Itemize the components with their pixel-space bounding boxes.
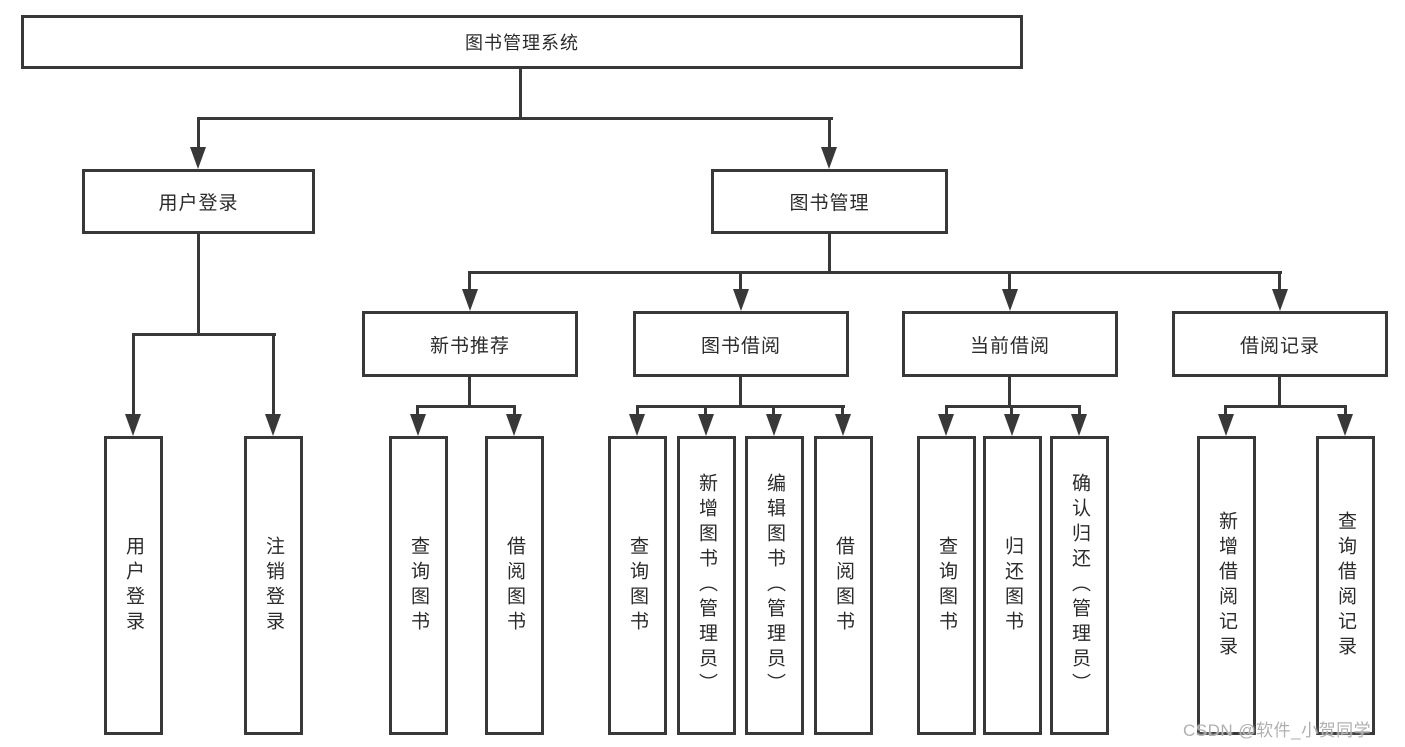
connector-line <box>945 405 1081 408</box>
arrow-head <box>1218 414 1234 436</box>
node-label: 新书推荐 <box>429 335 510 357</box>
leaf-add-borrow-record: 新增借阅记录 <box>1197 436 1256 735</box>
leaf-logout: 注销登录 <box>244 436 303 735</box>
leaf-query-books-current: 查询图书 <box>917 436 976 735</box>
connector-line <box>272 333 275 416</box>
leaf-borrow-books: 借阅图书 <box>814 436 873 735</box>
node-label: 新增图书（管理员） <box>696 473 717 698</box>
connector-line <box>1224 405 1347 408</box>
arrow-head <box>766 414 782 436</box>
node-label: 新增借阅记录 <box>1216 510 1237 661</box>
connector-line <box>197 117 200 149</box>
node-label: 编辑图书（管理员） <box>764 473 785 698</box>
connector-line <box>636 405 845 408</box>
arrow-head <box>462 289 478 311</box>
connector-line <box>1278 377 1281 408</box>
arrow-head <box>1002 289 1018 311</box>
leaf-user-login: 用户登录 <box>104 436 163 735</box>
connector-line <box>416 405 419 416</box>
node-label: 注销登录 <box>263 535 284 636</box>
node-label: 当前借阅 <box>969 335 1050 357</box>
connector-line <box>468 377 471 408</box>
node-label: 图书管理系统 <box>465 33 579 53</box>
connector-line <box>468 271 471 293</box>
arrow-head <box>125 414 141 436</box>
arrow-head <box>190 147 206 169</box>
leaf-query-borrow-record: 查询借阅记录 <box>1316 436 1375 735</box>
connector-line <box>704 405 707 416</box>
arrow-head <box>938 414 954 436</box>
arrow-head <box>733 289 749 311</box>
leaf-edit-books-admin: 编辑图书（管理员） <box>745 436 804 735</box>
arrow-head <box>410 414 426 436</box>
connector-line <box>1008 271 1011 293</box>
connector-line <box>519 69 522 120</box>
leaf-add-books-admin: 新增图书（管理员） <box>677 436 736 735</box>
node-label: 查询图书 <box>627 535 648 636</box>
node-label: 确认归还（管理员） <box>1069 473 1090 698</box>
node-label: 图书借阅 <box>700 335 781 357</box>
arrow-head <box>1071 414 1087 436</box>
connector-line <box>739 377 742 408</box>
node-label: 图书管理 <box>789 193 870 214</box>
connector-line <box>197 234 200 335</box>
connector-line <box>417 405 516 408</box>
connector-line <box>1010 405 1013 416</box>
csdn-watermark: CSDN @软件_小贺同学 <box>1183 721 1372 740</box>
connector-line <box>132 333 276 336</box>
node-borrowing-records: 借阅记录 <box>1172 311 1388 377</box>
leaf-confirm-return-admin: 确认归还（管理员） <box>1050 436 1109 735</box>
node-label: 查询借阅记录 <box>1335 510 1356 661</box>
connector-line <box>197 117 833 120</box>
connector-line <box>772 405 775 416</box>
connector-line <box>1008 377 1011 408</box>
node-label: 用户登录 <box>123 535 144 636</box>
connector-line <box>841 405 844 416</box>
node-new-book-recommend: 新书推荐 <box>362 311 578 377</box>
node-label: 借阅图书 <box>504 535 525 636</box>
connector-line <box>513 405 516 416</box>
node-user-login: 用户登录 <box>82 169 315 234</box>
arrow-head <box>1337 414 1353 436</box>
connector-line <box>1224 405 1227 416</box>
connector-line <box>828 117 831 149</box>
node-label: 查询图书 <box>936 535 957 636</box>
arrow-head <box>835 414 851 436</box>
node-current-borrowing: 当前借阅 <box>902 311 1118 377</box>
leaf-query-books-borrow: 查询图书 <box>608 436 667 735</box>
node-label: 借阅记录 <box>1239 335 1320 357</box>
node-label: 查询图书 <box>408 535 429 636</box>
leaf-query-books-recommend: 查询图书 <box>389 436 448 735</box>
arrow-head <box>506 414 522 436</box>
node-label: 归还图书 <box>1002 535 1023 636</box>
connector-line <box>132 333 135 416</box>
node-book-borrowing: 图书借阅 <box>633 311 849 377</box>
node-library-management-system: 图书管理系统 <box>21 15 1023 69</box>
node-label: 用户登录 <box>158 193 239 214</box>
node-book-management: 图书管理 <box>711 169 948 234</box>
connector-line <box>1278 271 1281 293</box>
arrow-head <box>698 414 714 436</box>
leaf-borrow-books-recommend: 借阅图书 <box>485 436 544 735</box>
arrow-head <box>265 414 281 436</box>
connector-line <box>739 271 742 293</box>
connector-line <box>468 271 1282 274</box>
arrow-head <box>1272 289 1288 311</box>
arrow-head <box>821 147 837 169</box>
connector-line <box>636 405 639 416</box>
node-label: 借阅图书 <box>833 535 854 636</box>
connector-line <box>1078 405 1081 416</box>
connector-line <box>828 234 831 274</box>
arrow-head <box>1004 414 1020 436</box>
arrow-head <box>629 414 645 436</box>
connector-line <box>1344 405 1347 416</box>
leaf-return-books: 归还图书 <box>983 436 1042 735</box>
connector-line <box>945 405 948 416</box>
